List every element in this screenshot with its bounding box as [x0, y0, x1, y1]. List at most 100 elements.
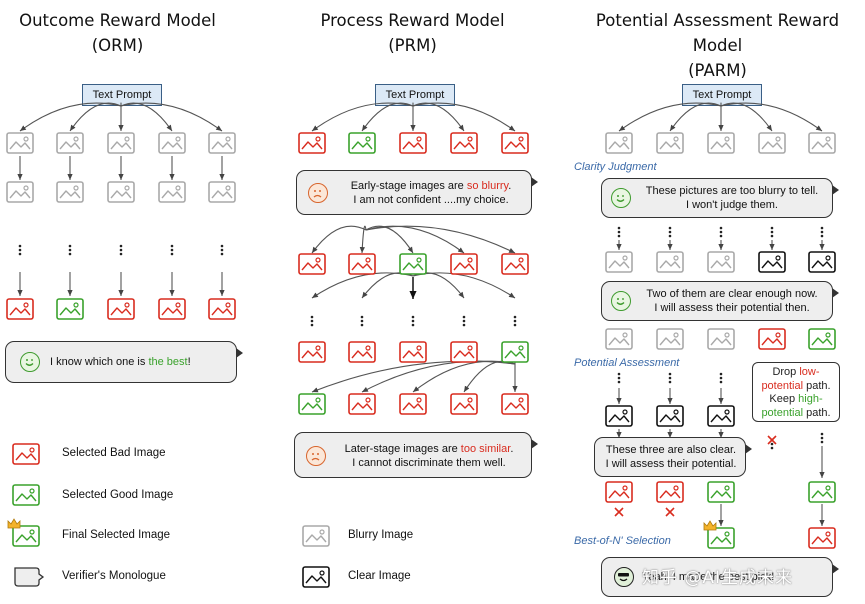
blurry-image-icon: [6, 181, 34, 203]
drop-keep-note: Drop low- potential path. Keep high- pot…: [752, 362, 840, 422]
prm-title: Process Reward Model (PRM): [295, 8, 530, 58]
bad-image-icon: [501, 253, 529, 275]
ellipsis-dots: [668, 372, 672, 384]
parm-clarity-2-text: Two of them are clear enough now. I will…: [636, 287, 828, 315]
prm-late-d: I cannot discriminate them well.: [352, 457, 506, 469]
prm-late-a: Later-stage images are: [344, 443, 461, 455]
branch-arrow: [311, 272, 414, 299]
bad-image-icon: [348, 341, 376, 363]
good-image-icon: [808, 481, 836, 503]
ellipsis-dots: [170, 244, 174, 256]
parm-clarity-2-line2: I will assess their potential then.: [654, 302, 810, 314]
crown-icon: [7, 518, 21, 529]
parm-clarity-1-line1: These pictures are too blurry to tell.: [645, 185, 819, 197]
legend-final-label: Final Selected Image: [62, 529, 171, 541]
parm-potential-line1: These three are also clear.: [605, 444, 737, 456]
prm-early-b: so blurry: [466, 180, 509, 192]
bubble-tail: [832, 564, 839, 574]
clear-image-icon: [707, 405, 735, 427]
bad-image-icon: [605, 481, 633, 503]
blurry-image-icon: [656, 132, 684, 154]
branch-arrow: [359, 225, 367, 254]
legend-clear-label: Clear Image: [348, 570, 411, 582]
blurry-image-icon: [56, 181, 84, 203]
branch-arrow: [720, 102, 773, 132]
blurry-image-icon: [107, 132, 135, 154]
orm-monologue-text: I know which one is the best!: [50, 355, 230, 369]
note-path-2: path.: [803, 406, 831, 419]
orm-monologue-bubble: I know which one is the best!: [5, 341, 243, 383]
note-potential-1: potential: [761, 379, 804, 392]
branch-arrow: [412, 102, 516, 132]
reject-cross-icon: [665, 507, 675, 517]
worried-face-icon: [308, 183, 328, 203]
note-potential-2: potential: [761, 406, 804, 419]
bubble-tail: [236, 348, 243, 358]
reject-cross-icon: [614, 507, 624, 517]
prm-late-c: .: [510, 443, 514, 455]
branch-arrow: [463, 360, 516, 393]
legend-blurry-image-icon: [302, 525, 330, 547]
blurry-image-icon: [56, 132, 84, 154]
legend-clear-image-icon: [302, 566, 330, 588]
orm-title-line2: (ORM): [91, 36, 144, 55]
blurry-image-icon: [707, 328, 735, 350]
bad-image-icon: [6, 298, 34, 320]
parm-clarity-1-text: These pictures are too blurry to tell. I…: [636, 184, 828, 212]
branch-arrow: [412, 272, 516, 299]
branch-arrow: [365, 225, 516, 254]
blurry-image-icon: [605, 328, 633, 350]
prm-early-a: Early-stage images are: [350, 180, 467, 192]
bubble-tail: [531, 439, 538, 449]
legend-good-image-icon: [12, 484, 40, 506]
watermark: 知乎 @AI生成未来: [642, 568, 794, 588]
note-low: low-: [799, 366, 820, 378]
prm-early-d: I am not confident ....my choice.: [353, 194, 509, 206]
branch-arrow: [412, 102, 465, 132]
blurry-image-icon: [158, 132, 186, 154]
ellipsis-dots: [719, 226, 723, 238]
prm-late-b: too similar: [460, 443, 511, 455]
ellipsis-dots: [360, 315, 364, 327]
prm-early-monologue-bubble: Early-stage images are so blurry. I am n…: [296, 170, 538, 215]
clear-image-icon: [656, 405, 684, 427]
good-image-icon: [399, 253, 427, 275]
parm-final-text: Yeah! I made the best pick!: [642, 571, 775, 583]
branch-arrow: [69, 102, 122, 132]
legend-good-label: Selected Good Image: [62, 489, 174, 501]
speech-bubble-icon: [14, 567, 45, 587]
potential-assessment-label: Potential Assessment: [574, 357, 680, 369]
ellipsis-dots: [820, 226, 824, 238]
cool-face-icon: [614, 567, 634, 587]
clarity-judgment-label: Clarity Judgment: [574, 161, 657, 173]
legend-bad-label: Selected Bad Image: [62, 447, 166, 459]
blurry-image-icon: [605, 132, 633, 154]
note-path-1: path.: [803, 379, 831, 392]
parm-title-line1: Potential Assessment Reward Model: [595, 11, 840, 55]
branch-arrow: [669, 102, 722, 132]
good-image-icon: [501, 341, 529, 363]
final-selected-image-icon: [707, 527, 735, 549]
legend-final-image-icon: [12, 525, 40, 547]
orm-title: Outcome Reward Model (ORM): [0, 8, 235, 58]
smile-face-icon: [20, 352, 40, 372]
branch-arrow: [361, 360, 516, 393]
ellipsis-dots: [668, 226, 672, 238]
blurry-image-icon: [758, 132, 786, 154]
sad-face-icon: [306, 446, 326, 466]
branch-arrow: [412, 272, 465, 299]
reject-cross-icon: [767, 435, 777, 445]
bubble-tail: [832, 288, 839, 298]
blurry-image-icon: [707, 251, 735, 273]
ellipsis-dots: [18, 244, 22, 256]
branch-arrow: [365, 225, 465, 254]
branch-arrow: [311, 360, 516, 393]
ellipsis-dots: [68, 244, 72, 256]
parm-clarity-monologue-2: Two of them are clear enough now. I will…: [601, 281, 839, 321]
branch-arrow: [19, 102, 122, 132]
ellipsis-dots: [513, 315, 517, 327]
bad-image-icon: [450, 253, 478, 275]
bad-image-icon: [298, 132, 326, 154]
branch-arrow: [120, 102, 173, 132]
bad-image-icon: [107, 298, 135, 320]
